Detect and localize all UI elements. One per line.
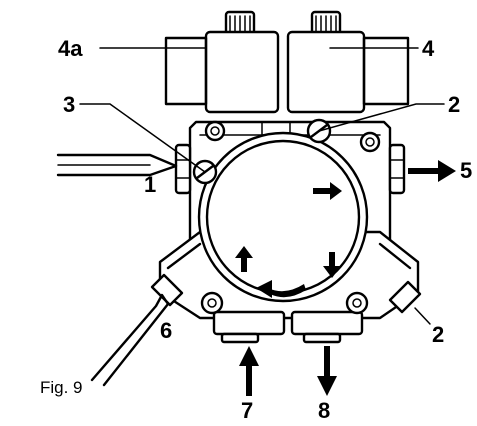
label-7: 7 — [241, 398, 253, 423]
screwdriver-lower — [90, 293, 170, 387]
figure-caption: Fig. 9 — [40, 378, 83, 397]
label-4a: 4a — [58, 36, 83, 61]
label-5: 5 — [460, 158, 472, 183]
label-1: 1 — [144, 172, 156, 197]
label-3: 3 — [63, 92, 75, 117]
port-2-bottom-nut — [388, 280, 422, 314]
screw-bottom-right — [345, 291, 369, 315]
leader-lines — [79, 47, 445, 325]
screw-bottom-left — [200, 291, 224, 315]
solenoid-valve-4 — [286, 10, 410, 114]
label-8: 8 — [318, 398, 330, 423]
label-2-top: 2 — [448, 92, 460, 117]
label-6: 6 — [160, 318, 172, 343]
flow-arrow-7 — [239, 346, 259, 396]
pump-cover — [197, 131, 369, 303]
flow-arrow-5 — [408, 160, 456, 182]
screwdriver-left — [56, 153, 178, 177]
port-1-nut — [174, 143, 192, 195]
screw-top-right — [359, 131, 381, 153]
flow-arrow-8 — [317, 346, 337, 396]
label-2-bottom: 2 — [432, 322, 444, 347]
port-5-nut — [388, 143, 406, 195]
label-4: 4 — [422, 36, 435, 61]
screw-top-left — [204, 120, 226, 142]
solenoid-valve-4a — [164, 10, 280, 114]
